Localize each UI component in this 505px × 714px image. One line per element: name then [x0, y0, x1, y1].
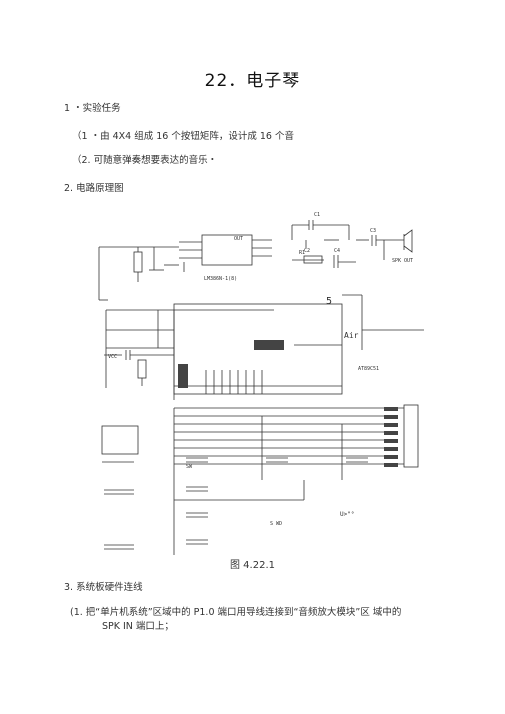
- switch-label: SW: [186, 464, 193, 470]
- vcc-label: VCC: [108, 354, 117, 360]
- section-heading-wiring: 3. 系统板硬件连线: [64, 582, 143, 593]
- figure-caption: 图 4.22.1: [230, 560, 275, 571]
- switch-group-label: S WD: [270, 521, 282, 527]
- task-item-1: （1 ・由 4X4 组成 16 个按钮矩阵，设计成 16 个音: [72, 131, 294, 142]
- spk-out-label: SPK OUT: [392, 258, 413, 264]
- c2-label: C2: [304, 248, 310, 254]
- c4-label: C4: [334, 248, 340, 254]
- lm386-label: LM386N-1(8): [204, 276, 237, 282]
- circuit-schematic-figure: LM386N-1(8) AT89C51 VCC SPK OUT OUT C1 C…: [98, 212, 424, 555]
- wiring-step-1-continued: SPK IN 端口上；: [102, 621, 174, 632]
- section-heading-task: 1 ・实验任务: [64, 103, 121, 114]
- c1-label: C1: [314, 212, 320, 218]
- r1-label: R1: [299, 250, 305, 256]
- wiring-step-1: (1. 把“单片机系统”区域中的 P1.0 端口用导线连接到“音频放大模块”区 …: [70, 607, 402, 618]
- pin-out-label: OUT: [234, 236, 243, 242]
- task-item-2: （2. 可随意弹奏想要表达的音乐・: [72, 155, 218, 166]
- section-heading-schematic: 2. 电路原理图: [64, 183, 124, 194]
- mcu-label: AT89C51: [358, 366, 379, 372]
- air-label: Air: [344, 331, 359, 340]
- figure-number-5: 5: [326, 296, 332, 307]
- c3-label: C3: [370, 228, 376, 234]
- u-label: U>"°: [340, 511, 354, 518]
- page-title: 22．电子琴: [204, 71, 301, 91]
